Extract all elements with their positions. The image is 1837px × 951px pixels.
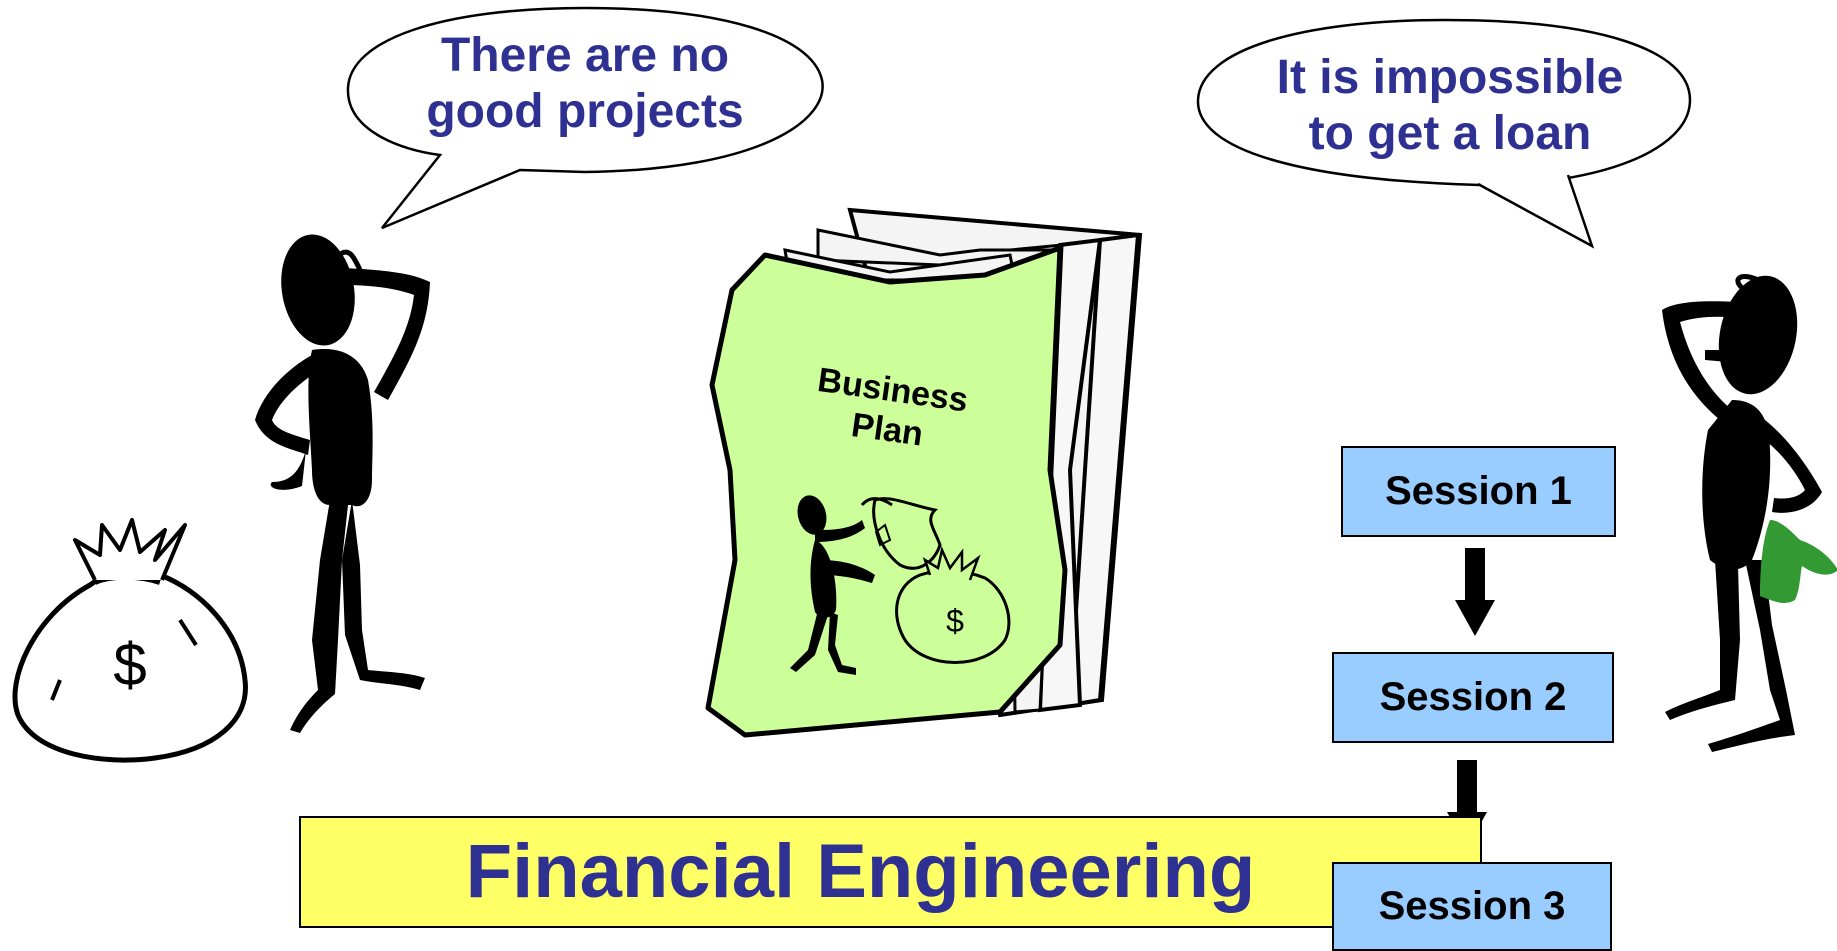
financial-engineering-label: Financial Engineering — [465, 829, 1256, 914]
session-1-box: Session 1 — [1341, 446, 1616, 537]
speech-bubble-left-text: There are no good projects — [400, 28, 770, 140]
business-plan-book-icon: $ — [705, 207, 1143, 738]
session-1-label: Session 1 — [1385, 469, 1572, 513]
speech-left-line1: There are no — [440, 29, 730, 82]
thinking-person-left — [255, 234, 430, 733]
speech-left-line2: good projects — [426, 85, 744, 138]
money-bag-icon: $ — [12, 518, 248, 763]
speech-bubble-right-text: It is impossible to get a loan — [1240, 50, 1660, 162]
book-figure-icon — [790, 495, 875, 675]
speech-right-line2: to get a loan — [1308, 107, 1592, 160]
session-2-box: Session 2 — [1332, 652, 1614, 743]
book-money-bag-icon: $ — [860, 497, 1011, 664]
session-2-label: Session 2 — [1379, 675, 1567, 719]
session-3-box: Session 3 — [1332, 862, 1612, 951]
session-3-label: Session 3 — [1378, 884, 1566, 928]
speech-right-line1: It is impossible — [1276, 51, 1624, 104]
speech-bubble-right — [1196, 18, 1692, 249]
speech-bubble-left — [346, 6, 824, 230]
thinking-person-right — [1662, 274, 1837, 752]
book-money-bag-symbol: $ — [946, 603, 964, 639]
financial-engineering-banner — [299, 816, 1482, 928]
green-hat-icon — [1760, 520, 1837, 603]
money-bag-symbol: $ — [113, 631, 146, 698]
